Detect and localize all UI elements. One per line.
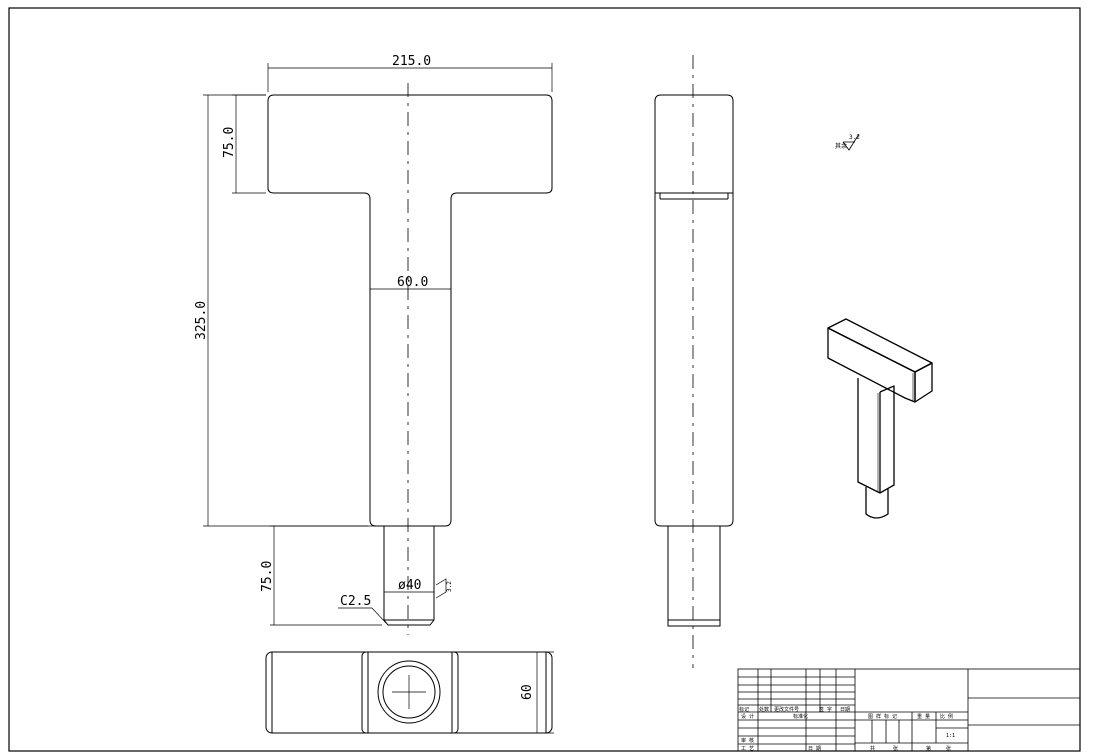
- dim-height-75-bottom: 75.0: [260, 561, 275, 592]
- tb-header-3: 签 字: [819, 706, 832, 713]
- iso-front-face: [827, 327, 916, 403]
- iso-right-face: [914, 362, 933, 403]
- isometric-view: [827, 318, 933, 519]
- tb-review: 审 核: [741, 737, 754, 744]
- dim-width-215: 215.0: [392, 54, 431, 69]
- dim-diameter: ø40: [398, 578, 421, 593]
- bottom-circle-inner: [382, 665, 436, 719]
- tb-header-1: 处数: [759, 706, 769, 713]
- bottom-dimension: [532, 651, 554, 734]
- tb-sheet-no: 第: [926, 745, 931, 752]
- tb-standard: 标准化: [793, 713, 808, 720]
- front-view-outline: [267, 94, 553, 527]
- tb-design: 设 计: [741, 713, 754, 720]
- side-view: [654, 55, 734, 668]
- iso-stem-right: [879, 385, 895, 494]
- tb-date: 日 期: [808, 746, 821, 752]
- bottom-view: [265, 651, 553, 734]
- roughness-note-value: 3.2: [849, 134, 860, 141]
- tb-stage: 图 样 标 记: [868, 713, 897, 720]
- dim-width-60: 60.0: [397, 275, 428, 290]
- tb-process: 工 艺: [741, 746, 754, 752]
- bottom-square: [361, 651, 459, 734]
- tb-sheet-unit: 张: [893, 745, 898, 752]
- front-dimensions: [203, 63, 553, 626]
- iso-shaft: [865, 487, 889, 519]
- tb-scale-value: 1:1: [946, 733, 955, 739]
- dim-height-75-top: 75.0: [222, 127, 237, 158]
- dim-height-325: 325.0: [194, 301, 209, 340]
- roughness-side-value: 3.2: [446, 581, 453, 592]
- iso-stem-front: [857, 378, 881, 494]
- tb-header-4: 日期: [840, 707, 850, 713]
- roughness-symbol: [842, 133, 860, 151]
- front-view: [267, 83, 553, 635]
- dim-chamfer: C2.5: [340, 594, 371, 609]
- tb-weight: 重 量: [917, 713, 930, 720]
- side-view-outline: [654, 94, 734, 527]
- roughness-note: 其余 3.2: [835, 133, 860, 151]
- roughness-note-prefix: 其余: [835, 142, 847, 150]
- title-block-text: 标记 处数 更改文件号 签 字 日期 设 计 标准化 审 核 工 艺 日 期 图…: [739, 706, 955, 752]
- drawing-border: [8, 7, 1081, 752]
- tb-header-2: 更改文件号: [774, 706, 799, 713]
- bottom-circle-outer: [377, 660, 441, 724]
- tb-sheet-unit2: 张: [946, 745, 951, 752]
- tb-sheet-total: 共: [870, 745, 875, 752]
- front-shaft: [383, 526, 435, 626]
- tb-header-0: 标记: [739, 706, 749, 713]
- dim-bottom-60: 60: [520, 684, 535, 700]
- side-shaft: [667, 526, 721, 627]
- title-block: [737, 668, 1081, 752]
- tb-scale-label: 比 例: [940, 713, 953, 720]
